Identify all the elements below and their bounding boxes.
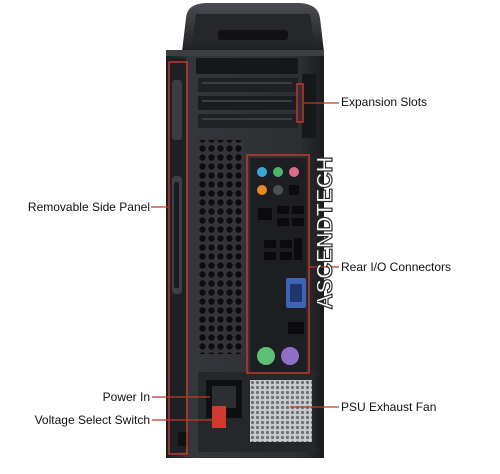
- watermark-text: ASCENDTECH: [312, 157, 337, 310]
- expansion-slot-covers: [196, 58, 316, 138]
- ventilation-grille: [198, 140, 244, 354]
- label-rear-io-connectors: Rear I/O Connectors: [341, 260, 452, 274]
- label-voltage-select-switch: Voltage Select Switch: [34, 413, 150, 427]
- side-panel: [170, 58, 186, 452]
- label-expansion-slots: Expansion Slots: [341, 95, 428, 109]
- psu-area: [178, 372, 316, 452]
- label-power-in: Power In: [102, 390, 150, 404]
- io-panel-highlight: [246, 154, 310, 374]
- label-psu-exhaust-fan: PSU Exhaust Fan: [341, 400, 437, 414]
- side-panel-highlight: [168, 61, 188, 455]
- expansion-slot-bracket: [296, 83, 304, 123]
- io-panel: [250, 158, 306, 372]
- top-handle: [182, 3, 324, 52]
- watermark: ASCENDTECH: [311, 156, 337, 310]
- label-removable-side-panel: Removable Side Panel: [27, 200, 150, 214]
